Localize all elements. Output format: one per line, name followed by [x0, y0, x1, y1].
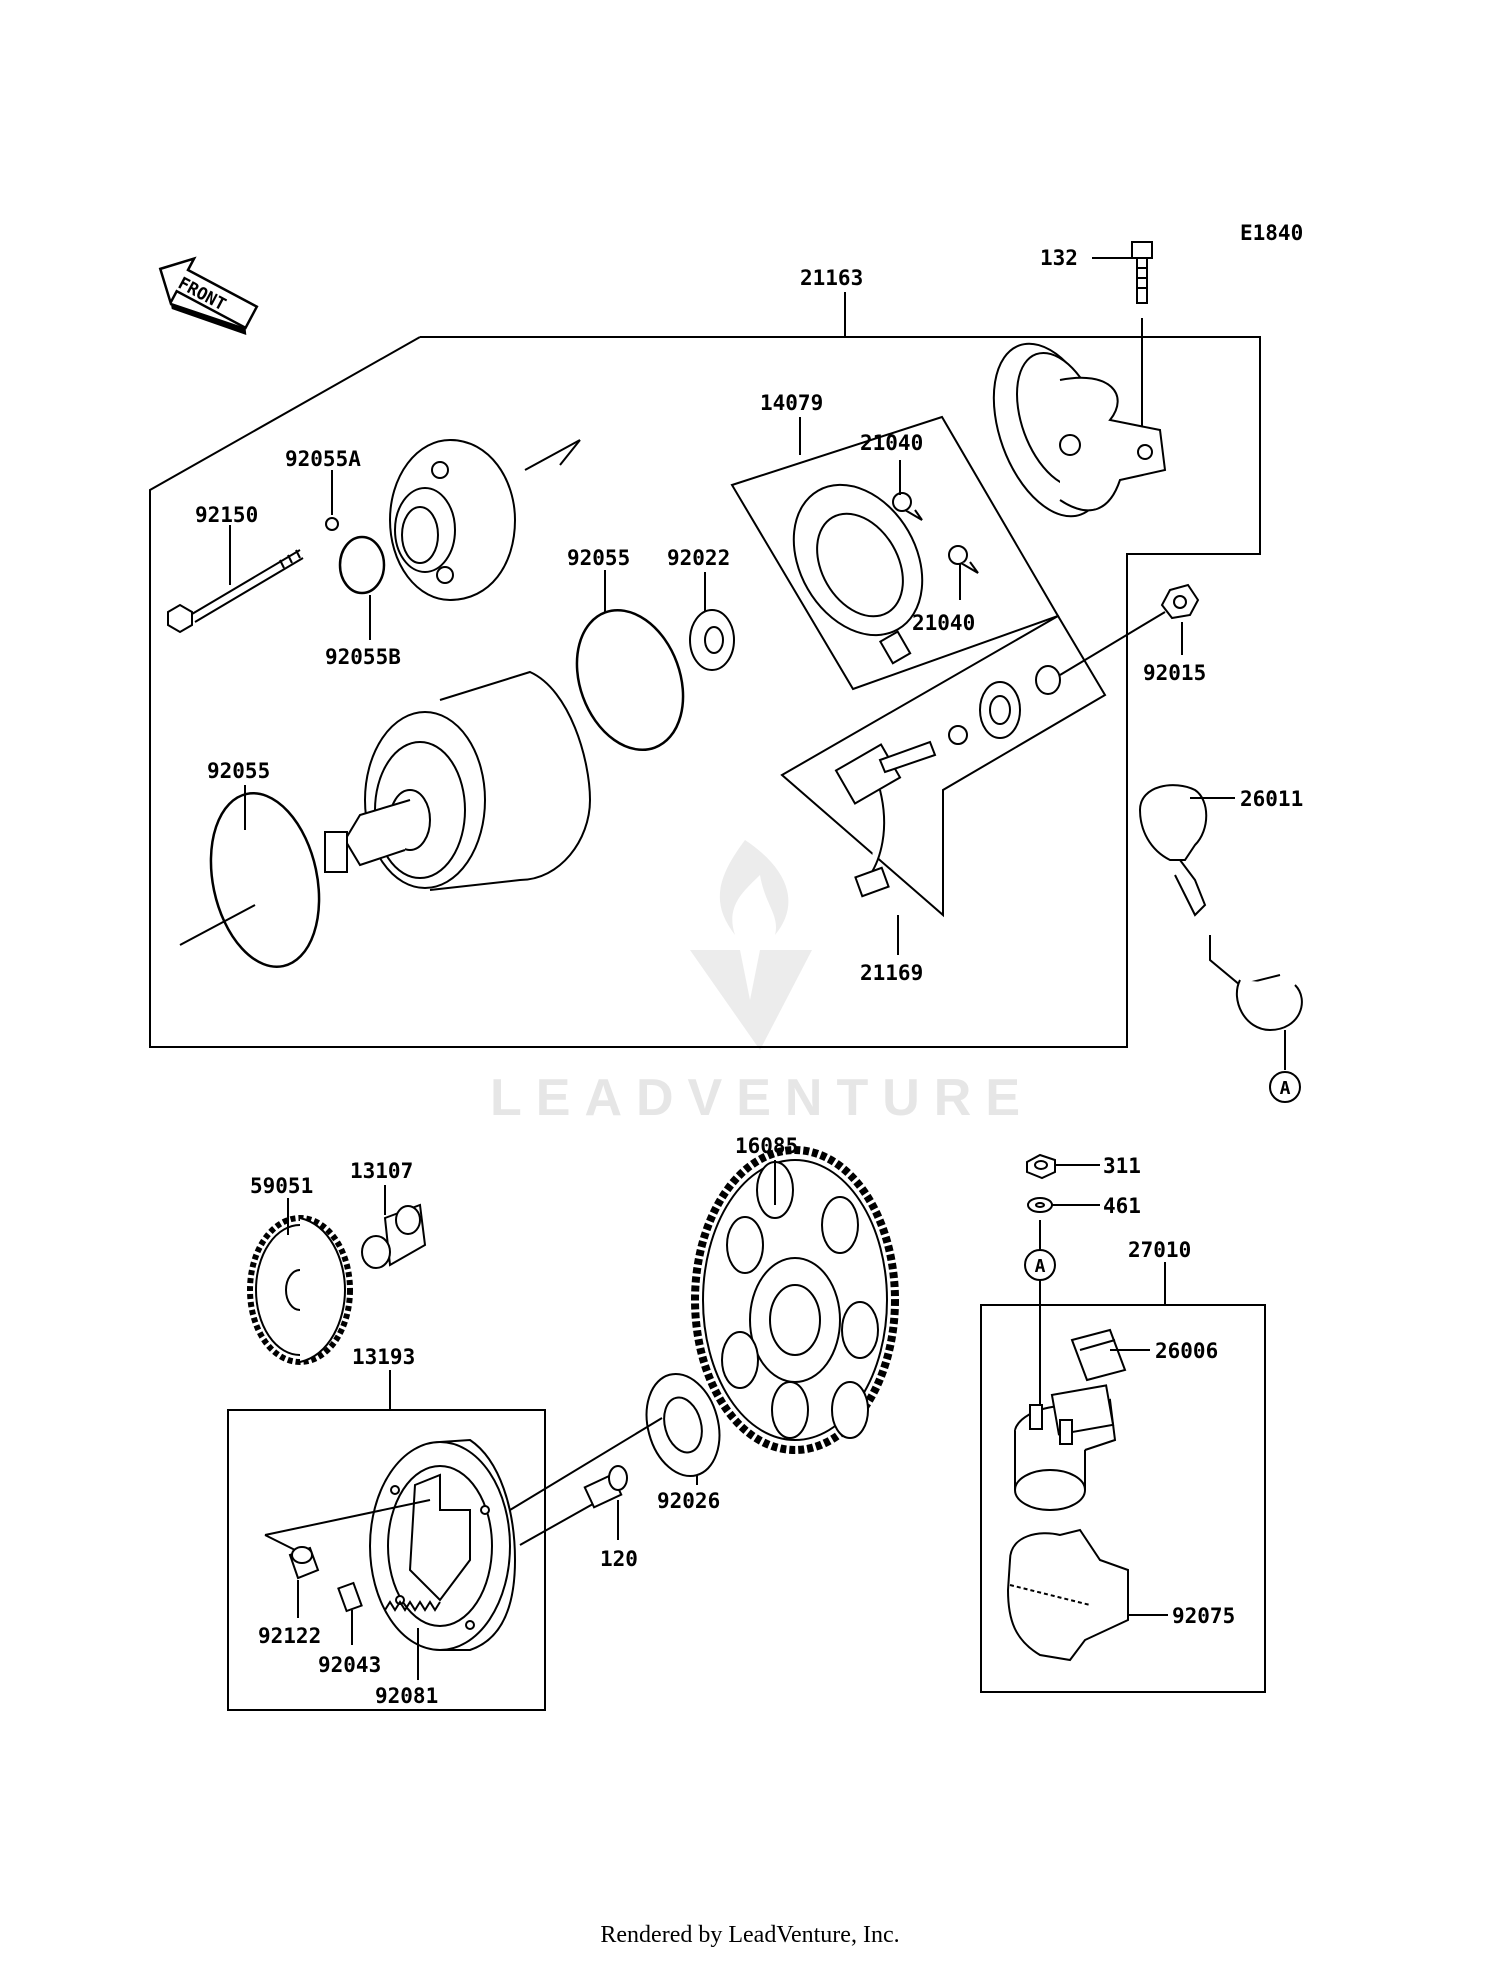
label-132: 132: [1040, 246, 1078, 270]
connector-A-bottom-label: A: [1035, 1256, 1046, 1277]
connector-A-top: [1269, 1071, 1301, 1103]
label-13193: 13193: [352, 1345, 415, 1369]
label-26006: 26006: [1155, 1339, 1218, 1363]
oring-92055-lower-icon: [209, 791, 321, 969]
nut-311-icon: [1026, 1153, 1056, 1180]
assembly-21163-outline: [149, 336, 1261, 1048]
front-direction-arrow: [158, 256, 259, 336]
connector-A-top-label: A: [1280, 1078, 1291, 1099]
group-27010-outline: [980, 1304, 1266, 1693]
bolt-120-icon: [583, 1465, 628, 1509]
washer-92026-icon: [645, 1372, 721, 1478]
leadventure-watermark-logo: [690, 840, 812, 1050]
rear-end-cover-icon: [992, 342, 1167, 518]
washer-92022-icon: [689, 609, 735, 671]
label-92022: 92022: [667, 546, 730, 570]
yoke-armature-icon: [324, 670, 592, 891]
label-92055B: 92055B: [325, 645, 401, 669]
label-92055-lower: 92055: [207, 759, 270, 783]
roller-92122-icon: [288, 1546, 320, 1580]
label-92122: 92122: [258, 1624, 321, 1648]
leader-axis-roller: [264, 1499, 431, 1536]
label-92015: 92015: [1143, 661, 1206, 685]
through-bolt-92150-icon: [167, 549, 304, 634]
label-461: 461: [1103, 1194, 1141, 1218]
label-120: 120: [600, 1547, 638, 1571]
group-13193-outline: [227, 1409, 546, 1711]
label-92150: 92150: [195, 503, 258, 527]
oring-92055A-icon: [325, 517, 339, 531]
oring-92055-upper-icon: [575, 608, 685, 752]
relay-cover-92075-icon: [1006, 1528, 1129, 1662]
label-21040-b: 21040: [912, 611, 975, 635]
starter-clutch-icon: [369, 1438, 517, 1651]
label-92075: 92075: [1172, 1604, 1235, 1628]
label-14079: 14079: [760, 391, 823, 415]
label-16085: 16085: [735, 1134, 798, 1158]
watermark-text: LEADVENTURE: [490, 1069, 1034, 1127]
gear-59051-icon: [247, 1215, 353, 1365]
footer-credit: Rendered by LeadVenture, Inc.: [600, 1922, 899, 1948]
leader-axis-clutch-lower: [519, 1499, 601, 1546]
label-21040-a: 21040: [860, 431, 923, 455]
label-92043: 92043: [318, 1653, 381, 1677]
washer-461-icon: [1027, 1197, 1053, 1213]
label-311: 311: [1103, 1154, 1141, 1178]
nut-92015-icon: [1160, 583, 1200, 620]
brush-plate-icon: [792, 483, 924, 665]
group-21169-outline: [780, 614, 1107, 918]
bolt-132-icon: [1131, 241, 1153, 445]
label-26011: 26011: [1240, 787, 1303, 811]
spring-92081-icon: [384, 1600, 441, 1612]
pin-92043-icon: [337, 1581, 363, 1613]
lead-wire-26011-icon: [1138, 784, 1303, 1032]
sleeve-13107-icon: [361, 1203, 427, 1269]
label-13107: 13107: [350, 1159, 413, 1183]
terminal-bolt-icon: [834, 611, 1166, 898]
gear-16085-icon: [691, 1146, 899, 1454]
label-27010: 27010: [1128, 1238, 1191, 1262]
label-21163: 21163: [800, 266, 863, 290]
label-92026: 92026: [657, 1489, 720, 1513]
front-end-cover-icon: [389, 439, 581, 601]
label-92081: 92081: [375, 1684, 438, 1708]
label-59051: 59051: [250, 1174, 313, 1198]
starter-relay-icon: [1014, 1384, 1117, 1511]
brush-spring-icon: [892, 492, 979, 574]
diagram-code: E1840: [1240, 221, 1303, 245]
fuse-26006-icon: [1070, 1328, 1127, 1382]
label-21169: 21169: [860, 961, 923, 985]
leader-axis-clutch-upper: [509, 1417, 663, 1511]
oring-92055B-icon: [338, 535, 386, 595]
label-92055-upper: 92055: [567, 546, 630, 570]
leader-axis-lower: [179, 904, 256, 946]
label-92055A: 92055A: [285, 447, 361, 471]
